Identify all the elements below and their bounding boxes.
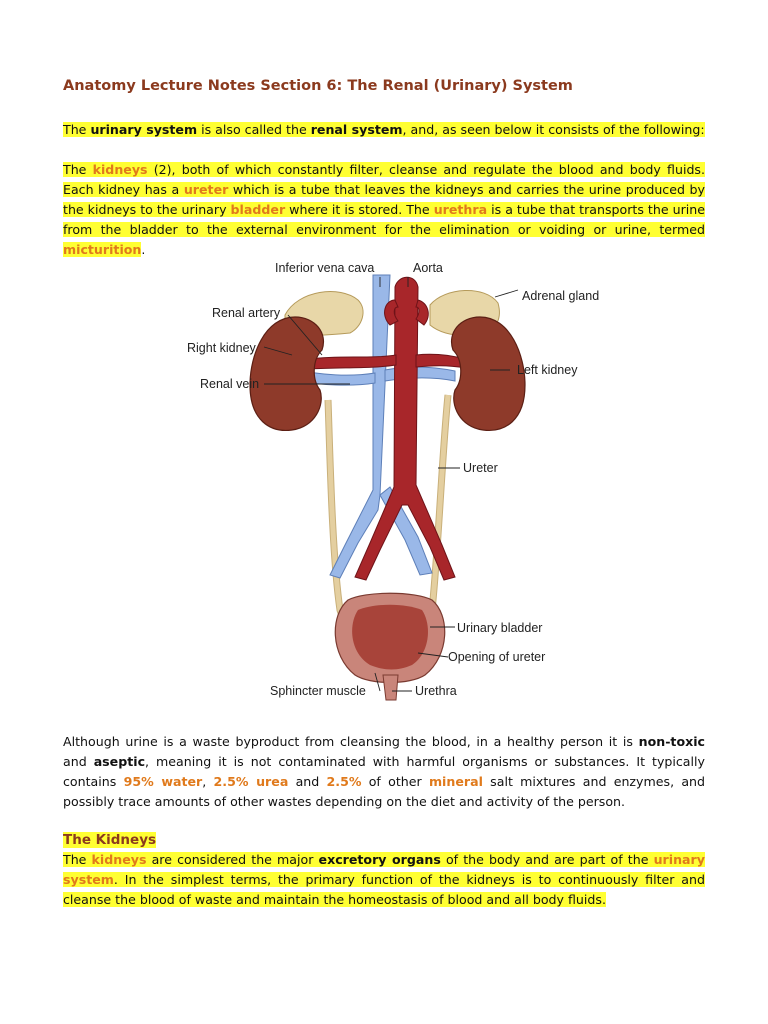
- term-mineral: mineral: [428, 774, 483, 789]
- term-ureter: ureter: [183, 182, 229, 197]
- composition-text-5: and: [288, 774, 327, 789]
- bladder-interior-shape: [352, 604, 428, 670]
- leader-lines: [263, 277, 519, 692]
- term-urinary-system: urinary system: [63, 852, 705, 887]
- kidneys-section: The Kidneys The kidneys are considered t…: [63, 830, 705, 910]
- overview-text-6: .: [141, 242, 146, 257]
- label-ureter: Ureter: [463, 461, 498, 475]
- term-kidneys: kidneys: [92, 162, 148, 177]
- overview-text-3: which is a tube that leaves the kidneys …: [63, 182, 705, 217]
- page-title: Anatomy Lecture Notes Section 6: The Ren…: [63, 78, 573, 94]
- term-aseptic: aseptic: [93, 754, 146, 769]
- urinary-system-diagram: Inferior vena cava Aorta Adrenal gland R…: [187, 261, 599, 701]
- urethra-shape: [382, 674, 399, 701]
- term-percent: 2.5%: [326, 774, 362, 789]
- renal-artery-shape: [309, 354, 397, 370]
- kidneys-text-4: . In the simplest terms, the primary fun…: [63, 872, 705, 907]
- overview-text-5: is a tube that transports the urine from…: [63, 202, 705, 237]
- intro-text-3: , and, as seen below it consists of the …: [402, 122, 705, 137]
- label-aorta: Aorta: [413, 261, 443, 275]
- label-renal-artery: Renal artery: [212, 306, 281, 320]
- overview-text-1: The: [63, 162, 93, 177]
- label-right-kidney: Right kidney: [187, 341, 257, 355]
- kidneys-section-heading: The Kidneys: [63, 832, 157, 848]
- composition-text-3: , meaning it is not contaminated with ha…: [63, 754, 705, 789]
- composition-text-2: and: [63, 754, 94, 769]
- aorta-shape: [354, 276, 456, 581]
- label-urethra: Urethra: [415, 684, 457, 698]
- label-sphincter-muscle: Sphincter muscle: [270, 684, 366, 698]
- kidneys-text-3: of the body and are part of the: [440, 852, 654, 867]
- intro-highlight: The urinary system is also called the re…: [63, 122, 705, 137]
- vena-cava-shape: [329, 274, 391, 579]
- term-urethra: urethra: [433, 202, 488, 217]
- intro-text-2: is also called the: [197, 122, 311, 137]
- composition-text-1: Although urine is a waste byproduct from…: [63, 734, 639, 749]
- term-micturition: micturition: [63, 242, 142, 257]
- kidneys-text-1: The: [63, 852, 92, 867]
- term-water: 95% water: [123, 774, 203, 789]
- term-bladder: bladder: [230, 202, 286, 217]
- term-urea: 2.5% urea: [213, 774, 289, 789]
- overview-text-4: where it is stored. The: [285, 202, 434, 217]
- kidneys-text-2: are considered the major: [146, 852, 319, 867]
- intro-paragraph: The urinary system is also called the re…: [63, 120, 705, 140]
- right-kidney-shape: [249, 316, 324, 432]
- label-left-kidney: Left kidney: [517, 363, 578, 377]
- celiac-branch-shape: [384, 299, 399, 326]
- left-kidney-shape: [451, 316, 526, 432]
- kidneys-section-highlight: The kidneys are considered the major exc…: [63, 852, 705, 907]
- intro-text-1: The: [63, 122, 91, 137]
- label-opening-of-ureter: Opening of ureter: [448, 650, 545, 664]
- label-adrenal-gland: Adrenal gland: [522, 289, 599, 303]
- kidneys-overview-paragraph: The kidneys (2), both of which constantl…: [63, 160, 705, 260]
- overview-text-2: (2), both of which constantly filter, cl…: [63, 162, 705, 197]
- overview-highlight: The kidneys (2), both of which constantl…: [63, 162, 705, 257]
- composition-text-6: of other: [361, 774, 429, 789]
- label-renal-vein: Renal vein: [200, 377, 259, 391]
- term-kidneys-2: kidneys: [91, 852, 147, 867]
- mesenteric-branch-shape: [415, 299, 429, 326]
- composition-text-4: ,: [202, 774, 214, 789]
- intro-term-urinary-system: urinary system: [90, 122, 198, 137]
- label-inferior-vena-cava: Inferior vena cava: [275, 261, 374, 275]
- term-excretory-organs: excretory organs: [318, 852, 441, 867]
- label-urinary-bladder: Urinary bladder: [457, 621, 542, 635]
- urine-composition-paragraph: Although urine is a waste byproduct from…: [63, 732, 705, 812]
- composition-text-7: salt mixtures and enzymes, and possibly …: [63, 774, 706, 809]
- term-non-toxic: non-toxic: [638, 734, 705, 749]
- intro-term-renal-system: renal system: [310, 122, 403, 137]
